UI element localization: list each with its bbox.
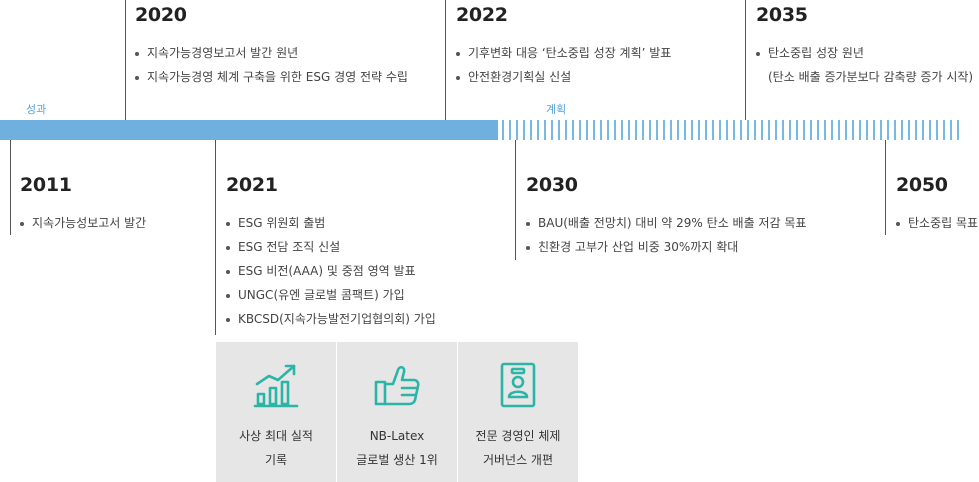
list-item: 기후변화 대응 ‘탄소중립 성장 계획’ 발표: [456, 43, 671, 67]
card-line: 전문 경영인 체제: [475, 429, 561, 443]
list-item: 지속가능성보고서 발간: [20, 213, 146, 237]
year-2021: 2021: [226, 174, 278, 196]
list-item: 탄소중립 성장 원년: [756, 43, 973, 67]
divider-2021: [215, 140, 216, 335]
list-2035: 탄소중립 성장 원년 (탄소 배출 증가분보다 감축량 증가 시작): [756, 43, 973, 91]
list-item: BAU(배출 전망치) 대비 약 29% 탄소 배출 저감 목표: [526, 213, 806, 237]
list-item: 탄소중립 목표: [896, 213, 978, 237]
achievement-cards: 사상 최대 실적 기록 NB-Latex 글로벌 생산 1위 전문 경영인 체제…: [216, 342, 578, 482]
card-line: 글로벌 생산 1위: [356, 453, 438, 467]
divider-2030: [515, 140, 516, 260]
card-governance: 전문 경영인 체제 거버넌스 개편: [458, 342, 578, 482]
achievement-label: 성과: [26, 103, 47, 116]
list-item: 지속가능경영보고서 발간 원년: [135, 43, 408, 67]
list-2050: 탄소중립 목표: [896, 213, 978, 237]
list-2022: 기후변화 대응 ‘탄소중립 성장 계획’ 발표 안전환경기획실 신설: [456, 43, 671, 91]
list-item: 친환경 고부가 산업 비중 30%까지 확대: [526, 237, 806, 261]
list-item: (탄소 배출 증가분보다 감축량 증가 시작): [768, 70, 974, 84]
card-line: 거버넌스 개편: [482, 453, 554, 467]
divider-2035: [745, 0, 746, 120]
list-item: ESG 위원회 출범: [226, 213, 436, 237]
card-line: 사상 최대 실적: [239, 429, 313, 443]
list-2030: BAU(배출 전망치) 대비 약 29% 탄소 배출 저감 목표 친환경 고부가…: [526, 213, 806, 261]
year-2050: 2050: [896, 174, 948, 196]
divider-2011: [10, 140, 11, 235]
list-2011: 지속가능성보고서 발간: [20, 213, 146, 237]
year-2022: 2022: [456, 4, 508, 26]
card-record-performance: 사상 최대 실적 기록: [216, 342, 337, 482]
list-item: KBCSD(지속가능발전기업협의회) 가입: [226, 309, 436, 333]
list-2020: 지속가능경영보고서 발간 원년 지속가능경영 체계 구축을 위한 ESG 경영 …: [135, 43, 408, 91]
divider-2022: [445, 0, 446, 120]
list-item: 지속가능경영 체계 구축을 위한 ESG 경영 전략 수립: [135, 67, 408, 91]
card-line: NB-Latex: [369, 429, 425, 443]
year-2020: 2020: [135, 4, 187, 26]
divider-2050: [885, 140, 886, 235]
id-badge-icon: [500, 362, 536, 408]
thumbs-up-icon: [374, 365, 420, 406]
list-item: ESG 비전(AAA) 및 중점 영역 발표: [226, 261, 436, 285]
year-2011: 2011: [20, 174, 72, 196]
card-line: 기록: [264, 453, 288, 467]
list-item: UNGC(유엔 글로벌 콤팩트) 가입: [226, 285, 436, 309]
year-2030: 2030: [526, 174, 578, 196]
list-2021: ESG 위원회 출범 ESG 전담 조직 신설 ESG 비전(AAA) 및 중점…: [226, 213, 436, 333]
timeline-bar-plan: [502, 120, 962, 140]
timeline-bar-achievement: [0, 120, 498, 140]
list-item: 안전환경기획실 신설: [456, 67, 671, 91]
card-nb-latex: NB-Latex 글로벌 생산 1위: [337, 342, 458, 482]
plan-label: 계획: [546, 103, 567, 116]
growth-chart-icon: [253, 364, 299, 408]
divider-2020: [125, 0, 126, 120]
list-item: ESG 전담 조직 신설: [226, 237, 436, 261]
year-2035: 2035: [756, 4, 808, 26]
